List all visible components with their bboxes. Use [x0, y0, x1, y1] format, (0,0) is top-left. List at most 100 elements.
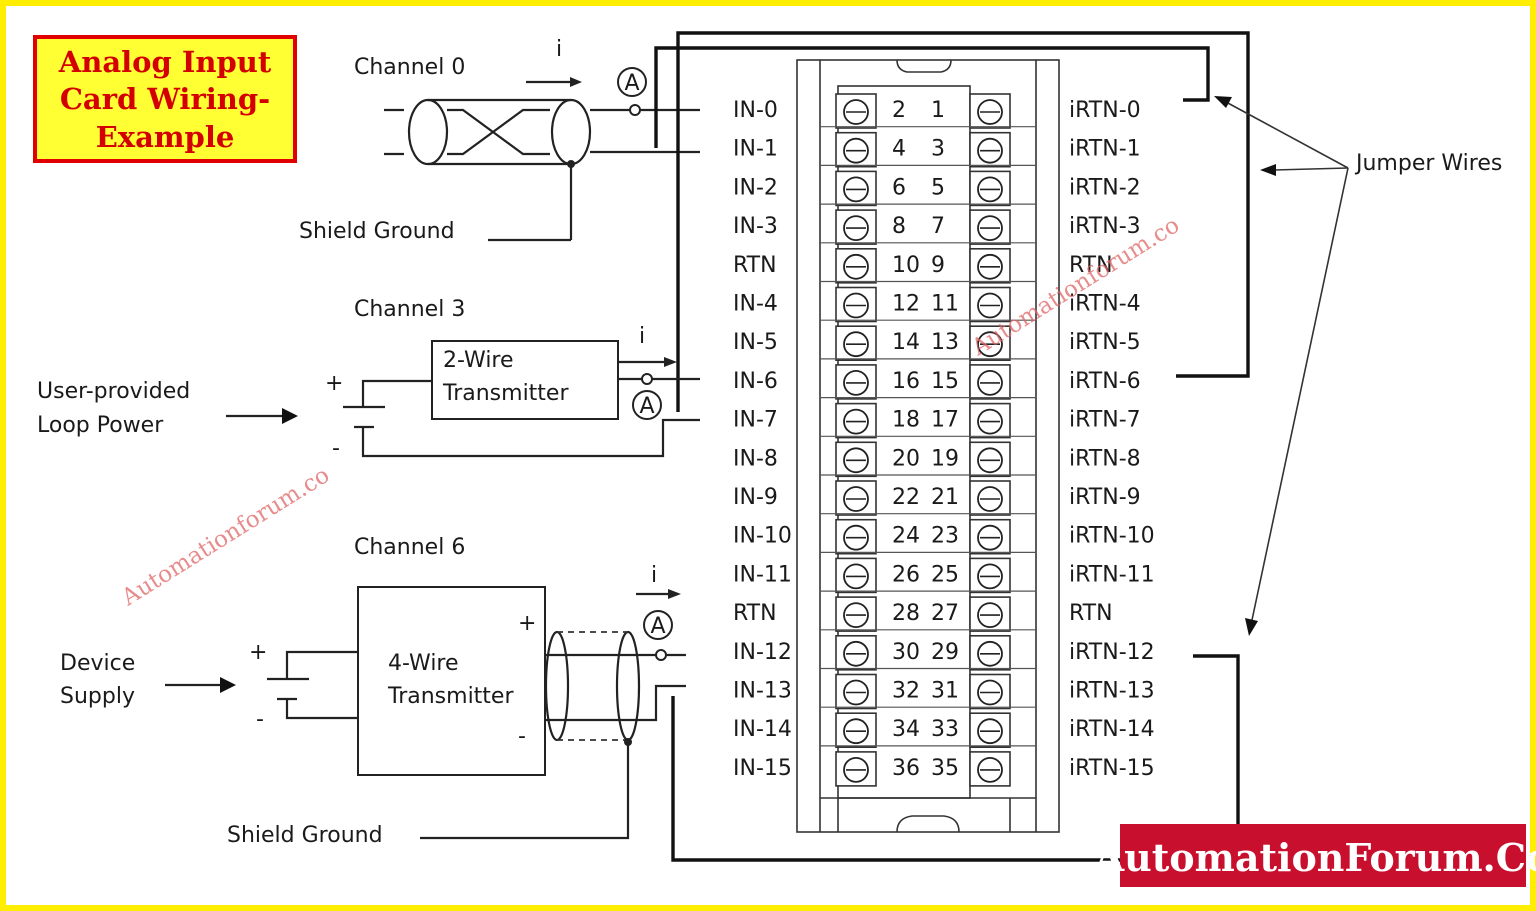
terminal-number-odd: 23 [931, 524, 959, 549]
terminal-number-odd: 11 [931, 292, 959, 317]
terminal-screw-right-icon [969, 557, 1011, 594]
two-wire-label-2: Transmitter [442, 381, 569, 406]
terminal-right-label: iRTN-8 [1069, 446, 1141, 471]
terminal-screw-right-icon [969, 518, 1011, 555]
terminal-screw-left-icon [835, 712, 877, 749]
terminal-right-label: iRTN-0 [1069, 98, 1141, 123]
watermark-left: Automationforum.co [117, 462, 335, 611]
terminal-left-label: IN-8 [733, 446, 778, 471]
terminal-screw-left-icon [835, 518, 877, 555]
terminal-right-label: RTN [1069, 253, 1113, 278]
terminal-number-odd: 21 [931, 485, 959, 510]
ammeter-ch3 [632, 390, 662, 420]
current-symbol-ch6: i [651, 563, 657, 588]
terminal-left-label: IN-5 [733, 330, 778, 355]
terminal-number-even: 34 [892, 717, 920, 742]
plus-ch6-tx: + [518, 611, 536, 636]
minus-ch6-supply: - [256, 707, 264, 732]
terminal-screw-right-icon [969, 364, 1011, 400]
terminal-number-even: 6 [892, 175, 906, 200]
terminal-screw-right-icon [969, 751, 1011, 787]
terminal-number-even: 10 [892, 253, 920, 278]
terminal-screw-right-icon [969, 286, 1011, 323]
terminal-screw-right-icon [969, 248, 1011, 284]
terminal-left-label: IN-2 [733, 175, 778, 200]
terminal-number-odd: 7 [931, 214, 945, 239]
terminal-screw-right-icon [969, 712, 1011, 749]
title-line-3: Example [96, 120, 235, 154]
terminal-screw-right-icon [969, 673, 1011, 710]
terminal-number-even: 36 [892, 756, 920, 781]
terminal-right-label: iRTN-5 [1069, 330, 1141, 355]
plus-ch6-supply: + [249, 640, 267, 665]
terminal-screw-right-icon [969, 170, 1011, 207]
shield-ground-bottom-label: Shield Ground [227, 823, 383, 848]
terminal-screw-left-icon [835, 93, 877, 129]
loop-power-label-2: Loop Power [37, 413, 164, 438]
terminal-left-label: IN-14 [733, 717, 792, 742]
terminal-screw-right-icon [969, 93, 1011, 129]
channel-0: Channel 0 i A Shield Ground [299, 37, 700, 244]
brand-box: AutomationForum.Co [1094, 824, 1536, 887]
terminal-screw-right-icon [969, 596, 1011, 632]
terminal-left-label: RTN [733, 601, 777, 626]
terminal-number-even: 30 [892, 640, 920, 665]
terminal-left-label: IN-7 [733, 408, 778, 433]
terminal-screw-right-icon [969, 131, 1011, 168]
terminal-right-label: iRTN-3 [1069, 214, 1141, 239]
minus-ch3: - [332, 436, 340, 461]
terminal-number-odd: 3 [931, 137, 945, 162]
terminal-number-odd: 35 [931, 756, 959, 781]
two-wire-label-1: 2-Wire [443, 348, 514, 373]
brand-text: AutomationForum.Co [1094, 835, 1536, 880]
terminal-screw-left-icon [835, 557, 877, 594]
title-box: Analog Input Card Wiring- Example [33, 35, 297, 163]
device-supply-label-1: Device [60, 651, 135, 676]
terminal-left-label: IN-9 [733, 485, 778, 510]
terminal-right-label: iRTN-12 [1069, 640, 1155, 665]
terminal-number-odd: 15 [931, 369, 959, 394]
ammeter-ch6 [643, 610, 673, 640]
terminal-right-label: iRTN-9 [1069, 485, 1141, 510]
channel-0-label: Channel 0 [354, 55, 465, 80]
terminal-number-even: 8 [892, 214, 906, 239]
jumper-wires-label: Jumper Wires [1354, 151, 1502, 176]
terminal-screw-right-icon [969, 325, 1011, 362]
terminal-right-label: iRTN-7 [1069, 408, 1141, 433]
terminal-number-even: 22 [892, 485, 920, 510]
device-supply-label-2: Supply [60, 684, 135, 709]
terminal-number-odd: 27 [931, 601, 959, 626]
channel-3: Channel 3 User-provided Loop Power + - 2… [37, 297, 700, 461]
ammeter-label-ch6: A [650, 614, 665, 639]
terminal-number-even: 18 [892, 408, 920, 433]
terminal-number-odd: 29 [931, 640, 959, 665]
terminal-number-even: 20 [892, 446, 920, 471]
current-symbol-ch0: i [556, 37, 562, 62]
terminal-screw-left-icon [835, 673, 877, 710]
four-wire-label-1: 4-Wire [388, 651, 459, 676]
terminal-screw-right-icon [969, 441, 1011, 478]
terminal-right-label: iRTN-4 [1069, 292, 1141, 317]
terminal-screw-left-icon [835, 170, 877, 207]
terminal-number-even: 32 [892, 679, 920, 704]
channel-6: Channel 6 Device Supply + - 4-Wire Trans… [60, 535, 686, 848]
terminal-number-even: 26 [892, 562, 920, 587]
terminal-left-label: RTN [733, 253, 777, 278]
ammeter-label-ch3: A [639, 394, 654, 419]
title-line-2: Card Wiring- [60, 82, 270, 116]
terminal-left-label: IN-6 [733, 369, 778, 394]
terminal-right-label: iRTN-6 [1069, 369, 1141, 394]
terminal-right-label: iRTN-1 [1069, 137, 1141, 162]
terminal-screw-left-icon [835, 325, 877, 362]
